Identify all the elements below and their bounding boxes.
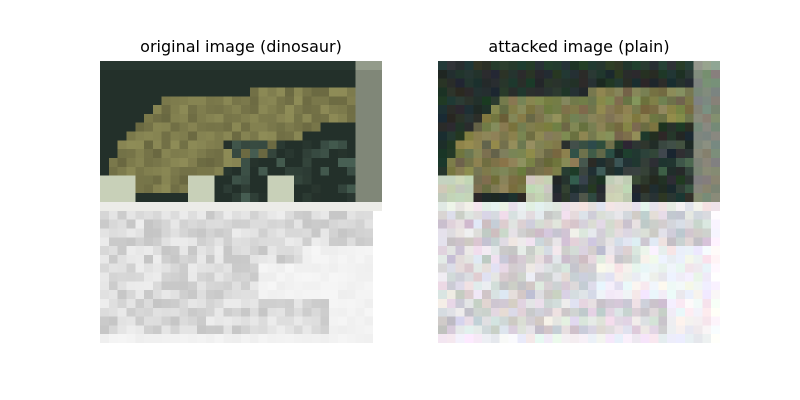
original-image-panel: original image (dinosaur) xyxy=(100,36,382,343)
original-image-title: original image (dinosaur) xyxy=(140,37,342,56)
attacked-image-title: attacked image (plain) xyxy=(488,37,670,56)
attacked-image-panel: attacked image (plain) xyxy=(438,36,720,343)
original-image xyxy=(100,61,382,343)
attacked-image xyxy=(438,61,720,343)
